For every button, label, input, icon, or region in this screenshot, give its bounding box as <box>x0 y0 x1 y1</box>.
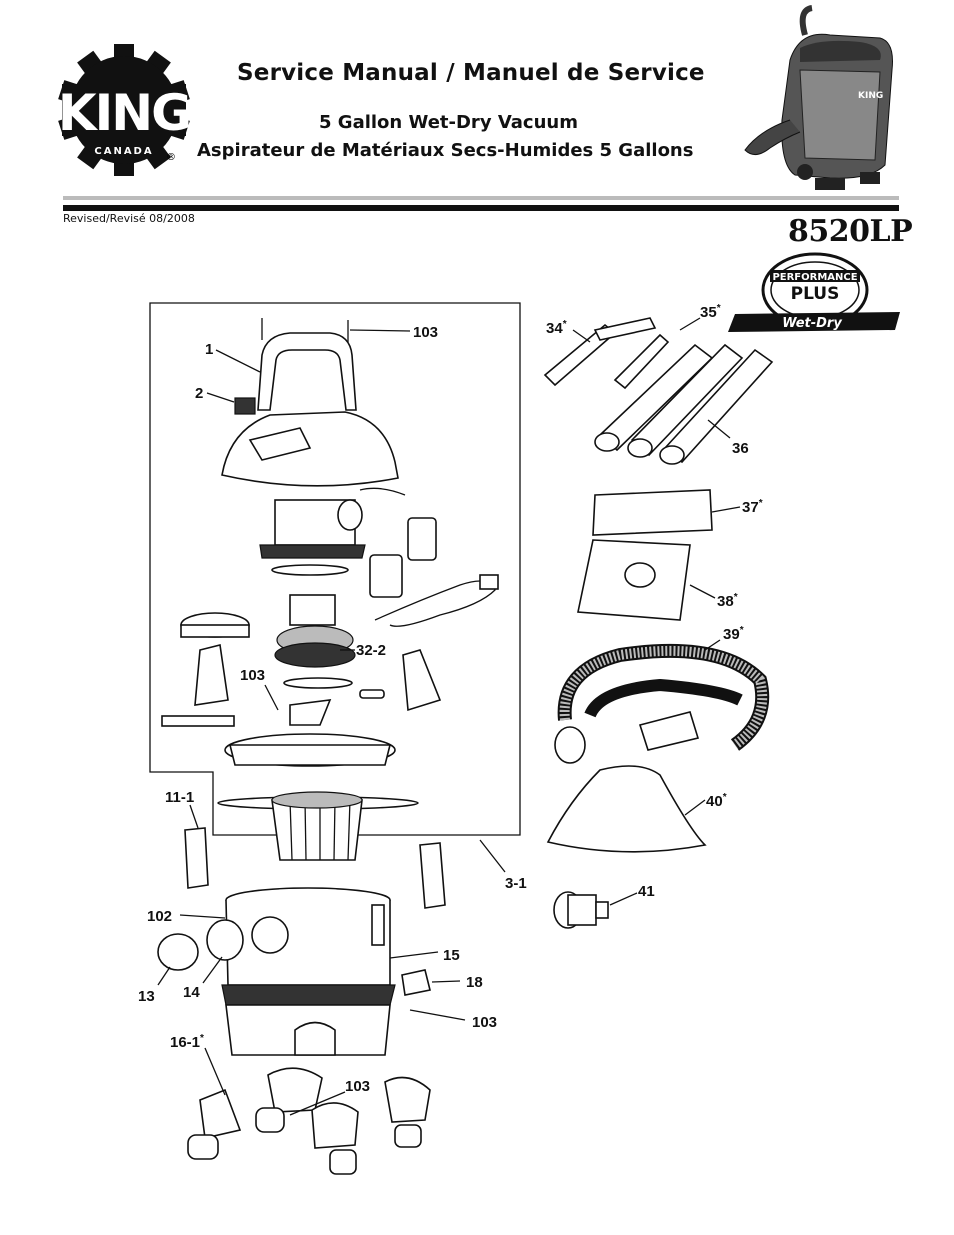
brand-sub: CANADA <box>94 146 153 157</box>
label-103-mid: 103 <box>240 667 265 684</box>
part-motor-housing <box>259 487 406 559</box>
label-36: 36 <box>732 440 749 457</box>
header-rule-grey <box>63 196 899 200</box>
label-103-tank: 103 <box>472 1014 497 1031</box>
subtitle-french: Aspirateur de Matériaux Secs-Humides 5 G… <box>197 140 694 161</box>
part-float-cage <box>271 791 363 861</box>
part-power-cord <box>374 580 496 627</box>
subtitle-english: 5 Gallon Wet-Dry Vacuum <box>319 112 578 133</box>
part-filter-bag <box>592 489 713 536</box>
part-18 <box>401 969 431 996</box>
part-labels: 1 2 103 32-2 103 11-1 3-1 102 15 18 13 1… <box>138 303 763 1095</box>
part-bracket-left <box>194 644 229 706</box>
label-35: 35* <box>700 303 721 321</box>
label-34: 34* <box>546 319 567 337</box>
part-collection-filter <box>546 765 707 853</box>
part-latch-left <box>184 827 209 889</box>
label-40: 40* <box>706 792 727 810</box>
page-title: Service Manual / Manuel de Service <box>237 60 705 86</box>
label-102: 102 <box>147 908 172 925</box>
part-inlet-13 <box>157 933 199 971</box>
part-nozzles <box>543 317 670 390</box>
part-switch <box>234 397 256 415</box>
label-13: 13 <box>138 988 155 1005</box>
svg-text:Wet-Dry: Wet-Dry <box>782 316 842 331</box>
king-logo: KING CANADA ® <box>58 44 192 176</box>
assembly-3-1-outline <box>149 302 521 836</box>
part-motor-cover <box>221 411 399 487</box>
part-gasket <box>271 564 349 576</box>
part-motor <box>274 594 356 668</box>
model-number: 8520LP <box>788 214 913 249</box>
header-rule-black <box>63 205 899 211</box>
part-latch-right <box>419 842 446 909</box>
label-15: 15 <box>443 947 460 964</box>
label-16-1: 16-1* <box>170 1033 204 1051</box>
part-casters <box>187 1067 431 1175</box>
svg-text:PLUS: PLUS <box>791 284 840 304</box>
part-filter-block <box>369 554 403 598</box>
label-103-top: 103 <box>413 324 438 341</box>
label-39: 39* <box>723 625 744 643</box>
revision-date: Revised/Revisé 08/2008 <box>63 212 195 225</box>
vacuum-product-image: KING <box>744 5 893 190</box>
svg-text:PERFORMANCE: PERFORMANCE <box>772 272 857 283</box>
label-38: 38* <box>717 592 738 610</box>
part-hose <box>554 643 770 764</box>
label-2: 2 <box>195 385 203 402</box>
label-32-2: 32-2 <box>356 642 386 659</box>
leader-lines <box>157 317 741 1116</box>
label-3-1: 3-1 <box>505 875 527 892</box>
svg-text:KING: KING <box>858 91 883 101</box>
label-14: 14 <box>183 984 200 1001</box>
part-bracket-right <box>402 649 442 712</box>
part-inlet-14 <box>206 919 244 961</box>
registered-mark: ® <box>166 152 176 163</box>
part-adapter <box>553 891 609 929</box>
label-1: 1 <box>205 341 213 358</box>
performance-plus-badge: PERFORMANCE PLUS Wet-Dry <box>728 252 900 332</box>
part-foam-strip <box>161 715 235 727</box>
label-11-1: 11-1 <box>165 789 194 806</box>
part-tank <box>221 887 396 1056</box>
label-18: 18 <box>466 974 483 991</box>
label-103-caster: 103 <box>345 1078 370 1095</box>
part-filter-small <box>407 517 437 561</box>
brand-name: KING <box>58 84 190 142</box>
label-37: 37* <box>742 498 763 516</box>
part-handle <box>257 318 357 411</box>
part-wands <box>594 343 774 465</box>
label-41: 41 <box>638 883 655 900</box>
